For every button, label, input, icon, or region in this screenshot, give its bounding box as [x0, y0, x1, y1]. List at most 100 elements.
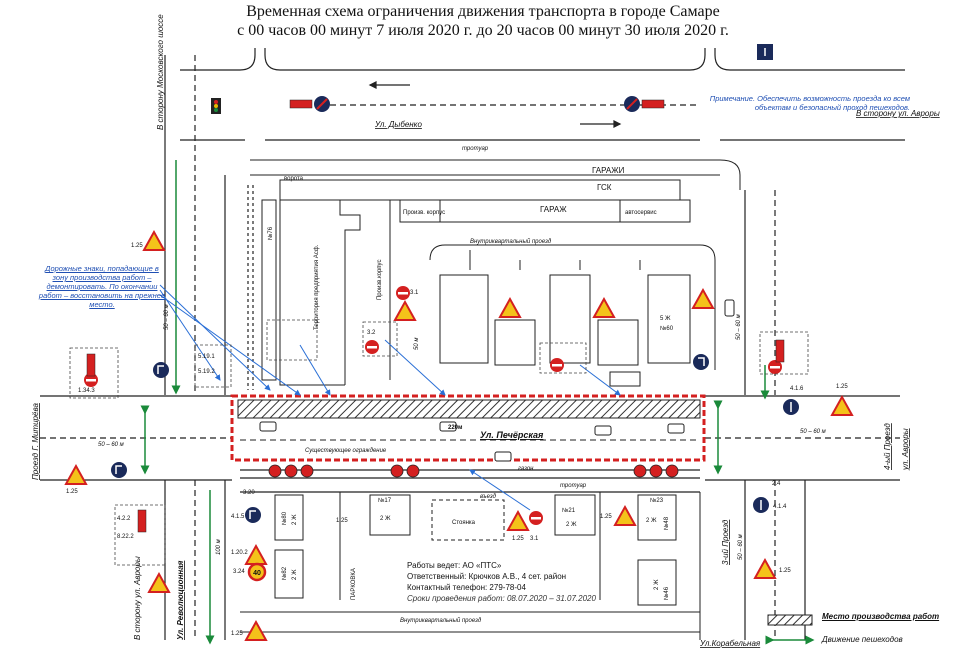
production-building-v-label: Произв.корпус [377, 260, 383, 301]
svg-text:1.25: 1.25 [779, 568, 791, 574]
dist-vertical-bottom-label: 50 – 60 м [738, 534, 744, 560]
diagram-title-line1: Временная схема ограничения движения тра… [246, 3, 720, 20]
dist-vertical-left-label: 50 – 60 м [164, 304, 170, 330]
street-revolyutsionnaya-label: Ул. Революционная [176, 560, 185, 640]
car-service-label: автосервис [625, 210, 657, 216]
garage-label: ГАРАЖ [540, 205, 567, 214]
no-entry-icon [365, 340, 379, 354]
street-pecherskaya-label: Ул. Печёрская [480, 430, 544, 440]
road-works-sign-icon [498, 296, 522, 318]
barrier-stripe-signs [86, 339, 785, 533]
road-works-sign-icon [64, 463, 88, 485]
street-avrory-label: ул. Авроры [901, 428, 910, 471]
road-works-sign-icon [393, 299, 417, 321]
svg-text:№82: №82 [281, 566, 288, 580]
territory-label: Территория предприятия Асф. [314, 244, 320, 330]
svg-text:1.34.3: 1.34.3 [78, 388, 95, 394]
svg-text:3.20: 3.20 [243, 490, 255, 496]
garages-label: ГАРАЖИ [592, 166, 625, 175]
building-76-label: №76 [267, 226, 274, 240]
road-works-sign-icon [506, 509, 530, 531]
one-way-sign-icon [757, 44, 773, 60]
lawn-label: газон [518, 466, 534, 472]
road-works-sign-icon [244, 543, 268, 565]
svg-text:1.25: 1.25 [336, 518, 348, 524]
note-top-right: Примечание. Обеспечить возможность проез… [709, 94, 910, 112]
dist-right-label: 50 – 60 м [800, 429, 826, 435]
dist-50-label: 50 м [414, 338, 420, 350]
svg-text:2 Ж: 2 Ж [292, 514, 298, 525]
info-line3: Контактный телефон: 279-78-04 [407, 583, 526, 592]
zone-barriers-south [268, 464, 679, 478]
direction-avrory-label: В сторону ул. Авроры [856, 109, 940, 118]
turn-right-sign-icon [153, 362, 169, 378]
svg-text:4.1.6: 4.1.6 [790, 386, 804, 392]
svg-text:2 Ж: 2 Ж [646, 518, 657, 524]
svg-text:3.1: 3.1 [530, 536, 539, 542]
turn-right-sign-icon [111, 462, 127, 478]
legend-pedestrian-label: Движение пешеходов [822, 635, 903, 644]
road-revolyutsionnaya [164, 55, 254, 640]
inner-driveway-bottom-label: Внутриквартальный проезд [400, 617, 482, 624]
info-line2: Ответственный: Крючков А.В., 4 сет. райо… [407, 572, 567, 581]
svg-text:4.2.2: 4.2.2 [117, 516, 131, 522]
road-works-sign-icon [147, 571, 171, 593]
warning-signs [64, 229, 854, 641]
svg-text:№80: №80 [281, 511, 288, 525]
existing-fence-label: Существующее ограждение [305, 448, 387, 454]
legend-work-zone-label: Место производства работ [822, 612, 940, 621]
straight-sign-icon [753, 497, 769, 513]
traffic-light-icon [211, 98, 221, 114]
speed-limit-sign-icon: 40 [247, 562, 267, 582]
svg-text:2 Ж: 2 Ж [654, 579, 660, 590]
building-labels: №17 2 Ж №21 2 Ж №23 2 Ж №80 2 Ж №82 2 Ж … [281, 316, 674, 600]
svg-text:8.22.2: 8.22.2 [117, 534, 134, 540]
contractor-info: Работы ведет: АО «ПТС» Ответственный: Кр… [407, 560, 596, 604]
no-entry-icon [768, 360, 782, 374]
svg-text:1.25: 1.25 [231, 631, 243, 637]
svg-text:№23: №23 [650, 497, 664, 504]
street-mitireva-label: Проезд Г. Митирёва [31, 403, 40, 480]
no-entry-icon [529, 511, 543, 525]
note-left: Дорожные знаки, попадающие в зону произв… [38, 264, 166, 309]
direction-moscow-label: В сторону Московского шоссе [156, 14, 165, 130]
barrier-dybenko-left [289, 96, 330, 112]
svg-text:4.1.4: 4.1.4 [773, 504, 787, 510]
street-proezd4-label: 4-ый Проезд [883, 423, 892, 470]
svg-text:1.25: 1.25 [600, 514, 612, 520]
svg-text:1.25: 1.25 [512, 536, 524, 542]
svg-text:1.25: 1.25 [66, 489, 78, 495]
gsk-label: ГСК [597, 183, 612, 192]
sidewalk-top-label: тротуар [462, 146, 489, 152]
residential-block [429, 244, 716, 387]
turn-left-sign-icon [693, 354, 709, 370]
zone-length-label: 220м [448, 425, 463, 431]
svg-text:№46: №46 [663, 586, 670, 600]
road-works-sign-icon [753, 557, 777, 579]
svg-text:3.1: 3.1 [410, 290, 419, 296]
svg-text:3.2: 3.2 [367, 330, 376, 336]
info-line1: Работы ведет: АО «ПТС» [407, 561, 502, 570]
road-works-sign-icon [830, 394, 854, 416]
street-korabelnaya-label: Ул.Корабельная [699, 639, 761, 648]
svg-text:2 Ж: 2 Ж [292, 569, 298, 580]
svg-text:5.19.2: 5.19.2 [198, 369, 215, 375]
sign-code-labels: 1.25 3.1 3.20 4.1.5 4.1.4 4.1.6 1.34.3 4… [66, 243, 848, 637]
svg-text:5 Ж: 5 Ж [660, 316, 671, 322]
garage-block [261, 179, 691, 386]
road-works-sign-icon [592, 296, 616, 318]
svg-text:40: 40 [253, 570, 261, 577]
no-entry-icon [550, 358, 564, 372]
svg-text:1.20.2: 1.20.2 [231, 550, 248, 556]
parking-label: ПАРКОВКА [351, 568, 357, 600]
road-works-sign-icon [613, 504, 637, 526]
svg-text:3.24: 3.24 [233, 569, 245, 575]
svg-text:№21: №21 [562, 507, 576, 514]
dist-left-label: 50 – 60 м [98, 442, 124, 448]
road-works-sign-icon [244, 619, 268, 641]
svg-text:№60: №60 [660, 325, 674, 332]
diagram-title-line2: с 00 часов 00 минут 7 июля 2020 г. до 20… [237, 22, 729, 39]
svg-text:№48: №48 [663, 516, 670, 530]
direction-arrows [368, 81, 622, 128]
